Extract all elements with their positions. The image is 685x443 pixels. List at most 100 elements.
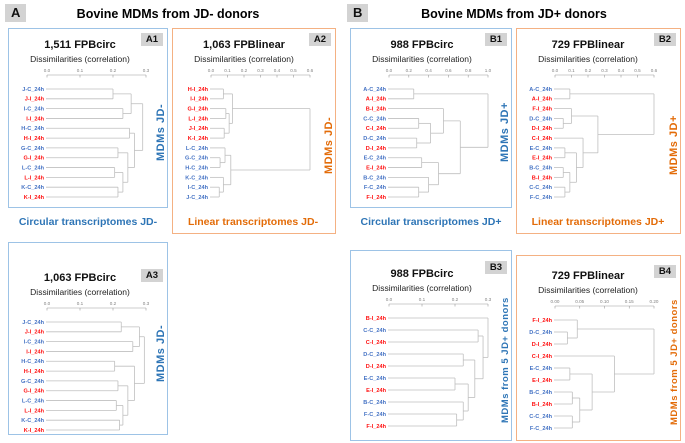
svg-text:A-I_24h: A-I_24h — [532, 97, 553, 103]
svg-text:B-I_24h: B-I_24h — [366, 316, 387, 322]
svg-text:0.3: 0.3 — [257, 68, 264, 73]
panel-a2-tag: A2 — [308, 33, 331, 46]
svg-text:0.0: 0.0 — [44, 301, 51, 306]
svg-text:0.2: 0.2 — [241, 68, 248, 73]
svg-text:0.6: 0.6 — [651, 68, 658, 73]
svg-text:H-I_24h: H-I_24h — [24, 136, 45, 142]
svg-text:E-C_24h: E-C_24h — [364, 156, 387, 162]
panel-a2-side-label: MDMs JD- — [323, 116, 335, 175]
svg-text:0.0: 0.0 — [44, 68, 51, 73]
svg-text:0.2: 0.2 — [452, 297, 459, 302]
svg-text:0.1: 0.1 — [77, 301, 84, 306]
svg-text:B-I_24h: B-I_24h — [532, 402, 553, 408]
svg-text:0.4: 0.4 — [425, 68, 432, 73]
caption-linear-jd-minus: Linear transcriptomes JD- — [187, 216, 319, 228]
svg-text:D-C_24h: D-C_24h — [529, 116, 552, 122]
svg-text:A-C_24h: A-C_24h — [363, 87, 386, 93]
svg-text:G-C_24h: G-C_24h — [21, 379, 45, 385]
svg-text:F-I_24h: F-I_24h — [366, 195, 386, 201]
svg-text:D-I_24h: D-I_24h — [532, 342, 553, 348]
svg-text:D-I_24h: D-I_24h — [532, 126, 553, 132]
svg-text:D-C_24h: D-C_24h — [529, 330, 552, 336]
panel-b2-title: 729 FPBlinear — [551, 39, 625, 51]
svg-text:C-I_24h: C-I_24h — [366, 340, 387, 346]
svg-text:0.4: 0.4 — [274, 68, 281, 73]
svg-text:0.3: 0.3 — [143, 301, 150, 306]
svg-text:J-I_24h: J-I_24h — [25, 97, 45, 103]
svg-text:G-I_24h: G-I_24h — [187, 107, 208, 113]
svg-text:E-I_24h: E-I_24h — [366, 165, 386, 171]
svg-text:C-C_24h: C-C_24h — [363, 116, 386, 122]
panel-a3-tag: A3 — [140, 269, 163, 282]
svg-text:A-C_24h: A-C_24h — [529, 87, 552, 93]
svg-text:0.0: 0.0 — [552, 68, 559, 73]
panel-a1-axis-label: Dissimilarities (correlation) — [30, 54, 130, 64]
svg-text:F-I_24h: F-I_24h — [366, 424, 386, 430]
svg-text:0.1: 0.1 — [568, 68, 575, 73]
panel-b2-axis-label: Dissimilarities (correlation) — [538, 54, 638, 64]
svg-text:C-C_24h: C-C_24h — [363, 328, 386, 334]
panel-b4-title: 729 FPBlinear — [551, 270, 625, 282]
svg-text:0.1: 0.1 — [224, 68, 231, 73]
svg-text:C-C_24h: C-C_24h — [529, 185, 552, 191]
panel-a2-title: 1,063 FPBlinear — [203, 39, 285, 51]
svg-text:J-C_24h: J-C_24h — [22, 87, 44, 93]
svg-text:C-I_24h: C-I_24h — [532, 354, 553, 360]
svg-text:L-C_24h: L-C_24h — [22, 398, 45, 404]
svg-text:E-I_24h: E-I_24h — [532, 156, 552, 162]
svg-text:L-C_24h: L-C_24h — [22, 165, 45, 171]
svg-text:0.2: 0.2 — [110, 68, 117, 73]
svg-text:H-I_24h: H-I_24h — [188, 87, 209, 93]
svg-text:F-C_24h: F-C_24h — [364, 185, 387, 191]
svg-text:D-C_24h: D-C_24h — [363, 136, 386, 142]
svg-text:0.6: 0.6 — [445, 68, 452, 73]
svg-text:0.5: 0.5 — [634, 68, 641, 73]
svg-text:I-C_24h: I-C_24h — [24, 340, 45, 346]
svg-text:0.15: 0.15 — [625, 299, 634, 304]
svg-text:F-I_24h: F-I_24h — [532, 107, 552, 113]
svg-text:I-C_24h: I-C_24h — [188, 185, 209, 191]
svg-text:J-C_24h: J-C_24h — [186, 195, 208, 201]
svg-text:F-I_24h: F-I_24h — [532, 318, 552, 324]
svg-text:0.0: 0.0 — [386, 297, 393, 302]
panel-a1-side-label: MDMs JD- — [155, 103, 167, 162]
svg-text:C-I_24h: C-I_24h — [366, 126, 387, 132]
svg-text:F-C_24h: F-C_24h — [530, 426, 553, 432]
section-a-tag: A — [5, 4, 27, 22]
svg-text:G-I_24h: G-I_24h — [23, 156, 44, 162]
section-a-title: Bovine MDMs from JD- donors — [76, 7, 260, 21]
svg-text:I-I_24h: I-I_24h — [26, 349, 44, 355]
svg-text:B-C_24h: B-C_24h — [363, 400, 386, 406]
svg-text:0.00: 0.00 — [551, 299, 560, 304]
svg-text:0.2: 0.2 — [585, 68, 592, 73]
panel-a3-title: 1,063 FPBcirc — [43, 272, 117, 284]
svg-text:F-C_24h: F-C_24h — [364, 412, 387, 418]
svg-text:L-I_24h: L-I_24h — [188, 116, 208, 122]
svg-text:K-I_24h: K-I_24h — [188, 136, 209, 142]
svg-text:0.0: 0.0 — [208, 68, 215, 73]
svg-text:K-C_24h: K-C_24h — [185, 175, 208, 181]
svg-text:0.8: 0.8 — [465, 68, 472, 73]
panel-a1-title: 1,511 FPBcirc — [44, 39, 116, 51]
panel-b2-side-label: MDMs JD+ — [668, 115, 680, 176]
svg-text:I-I_24h: I-I_24h — [190, 97, 208, 103]
svg-text:H-C_24h: H-C_24h — [21, 359, 44, 365]
svg-text:B-C_24h: B-C_24h — [529, 165, 552, 171]
svg-text:0.2: 0.2 — [110, 301, 117, 306]
caption-circular-jd-plus: Circular transcriptomes JD+ — [360, 216, 502, 228]
caption-linear-jd-plus: Linear transcriptomes JD+ — [531, 216, 665, 228]
panel-b1-side-label: MDMs JD+ — [499, 102, 511, 163]
svg-text:0.10: 0.10 — [600, 299, 609, 304]
panel-b3: B3 988 FPBcirc Dissimilarities (correlat… — [350, 250, 512, 441]
svg-text:K-I_24h: K-I_24h — [24, 195, 45, 201]
svg-text:H-C_24h: H-C_24h — [185, 165, 208, 171]
svg-text:G-C_24h: G-C_24h — [21, 146, 45, 152]
panel-b2: B2 729 FPBlinear Dissimilarities (correl… — [516, 28, 681, 234]
svg-text:B-I_24h: B-I_24h — [366, 107, 387, 113]
